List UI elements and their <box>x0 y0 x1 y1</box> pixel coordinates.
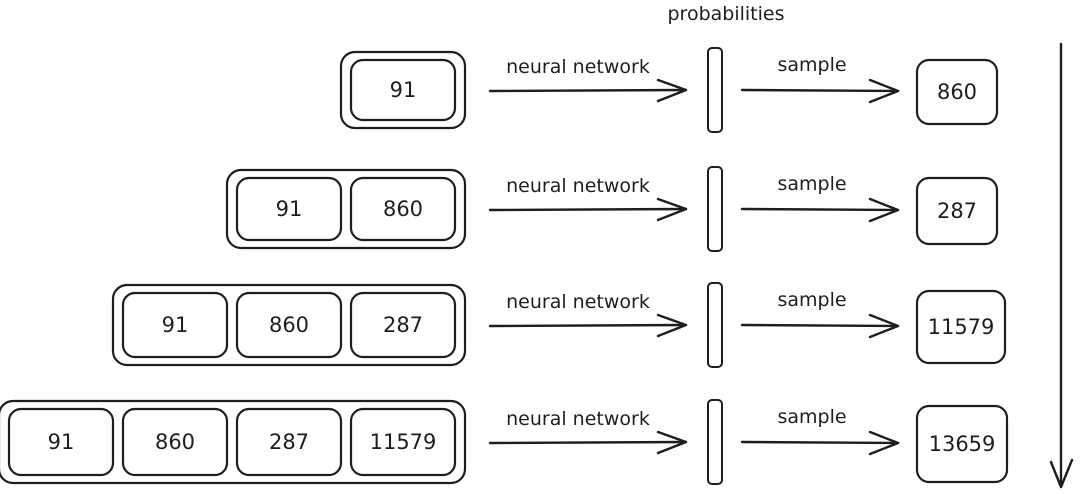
token-box <box>121 407 229 477</box>
token-box <box>235 291 343 359</box>
neural-network-label: neural network <box>506 291 650 313</box>
time-arrow <box>1049 42 1074 489</box>
sampled-token: 287 <box>915 176 999 246</box>
sampled-token-box <box>915 289 1007 365</box>
neural-network-arrowhead <box>656 430 688 455</box>
token-label: 860 <box>269 313 309 337</box>
probability-vector <box>707 282 723 368</box>
neural-network-arrowhead <box>656 197 688 222</box>
context-token: 91 <box>349 58 457 122</box>
sample-label: sample <box>777 54 846 76</box>
sampled-token-label: 11579 <box>928 315 995 339</box>
sequence-row: 91 860 287 neural network sample 11579 <box>111 282 1007 368</box>
token-label: 287 <box>269 430 309 454</box>
token-box <box>121 291 229 359</box>
token-box <box>235 407 343 477</box>
sample-arrow <box>740 440 900 445</box>
sample-arrowhead <box>868 430 900 456</box>
context-token: 91 <box>7 407 115 477</box>
context-window-box <box>111 283 467 367</box>
sampled-token: 13659 <box>915 404 1009 484</box>
sample-arrowhead <box>868 78 900 104</box>
context-token: 11579 <box>349 407 457 477</box>
sampled-token: 860 <box>915 58 999 126</box>
context-window-box <box>339 50 467 130</box>
sample-label: sample <box>777 289 846 311</box>
sampled-token-label: 13659 <box>929 432 996 456</box>
context-token: 91 <box>121 291 229 359</box>
token-label: 11579 <box>370 430 437 454</box>
token-box <box>349 58 457 122</box>
sampled-token-box <box>915 58 999 126</box>
sampled-token: 11579 <box>915 289 1007 365</box>
probability-vector <box>707 47 723 133</box>
context-token: 860 <box>235 291 343 359</box>
token-label: 91 <box>162 313 189 337</box>
sampled-token-label: 860 <box>937 80 977 104</box>
neural-network-arrow <box>488 323 688 328</box>
context-token: 860 <box>121 407 229 477</box>
token-label: 91 <box>390 78 417 102</box>
neural-network-label: neural network <box>506 56 650 78</box>
context-token: 287 <box>349 291 457 359</box>
rows-layer: 91 neural network sample 860 91 860 neural net… <box>0 47 1009 485</box>
sample-arrowhead <box>868 197 900 223</box>
token-box <box>349 407 457 477</box>
neural-network-arrow <box>488 88 688 93</box>
neural-network-arrowhead <box>656 78 688 103</box>
token-box <box>235 176 343 242</box>
token-label: 860 <box>155 430 195 454</box>
sample-arrow <box>740 207 900 212</box>
token-label: 91 <box>48 430 75 454</box>
neural-network-label: neural network <box>506 408 650 430</box>
token-label: 91 <box>276 197 303 221</box>
context-window-box <box>0 399 467 485</box>
neural-network-arrow <box>488 440 688 445</box>
sequence-row: 91 neural network sample 860 <box>339 47 999 133</box>
context-token: 91 <box>235 176 343 242</box>
token-label: 860 <box>383 197 423 221</box>
time-arrow-head <box>1049 458 1074 489</box>
token-box <box>7 407 115 477</box>
token-box <box>349 176 457 242</box>
sample-arrowhead <box>868 313 900 339</box>
context-token: 287 <box>235 407 343 477</box>
context-window-box <box>225 168 467 250</box>
context-token: 860 <box>349 176 457 242</box>
token-box <box>349 291 457 359</box>
sampled-token-box <box>915 404 1009 484</box>
probability-vector <box>707 399 723 485</box>
neural-network-arrowhead <box>656 313 688 338</box>
neural-network-arrow <box>488 207 688 212</box>
sample-arrow <box>740 323 900 328</box>
sampled-token-box <box>915 176 999 246</box>
token-label: 287 <box>383 313 423 337</box>
sequence-row: 91 860 287 11579 neural network sample 13659 <box>0 399 1009 485</box>
sequence-row: 91 860 neural network sample 287 <box>225 166 999 252</box>
sample-arrow <box>740 88 900 93</box>
probability-vector <box>707 166 723 252</box>
sampled-token-label: 287 <box>937 199 977 223</box>
sample-label: sample <box>777 173 846 195</box>
sample-label: sample <box>777 406 846 428</box>
neural-network-label: neural network <box>506 175 650 197</box>
probabilities-label: probabilities <box>668 3 785 25</box>
